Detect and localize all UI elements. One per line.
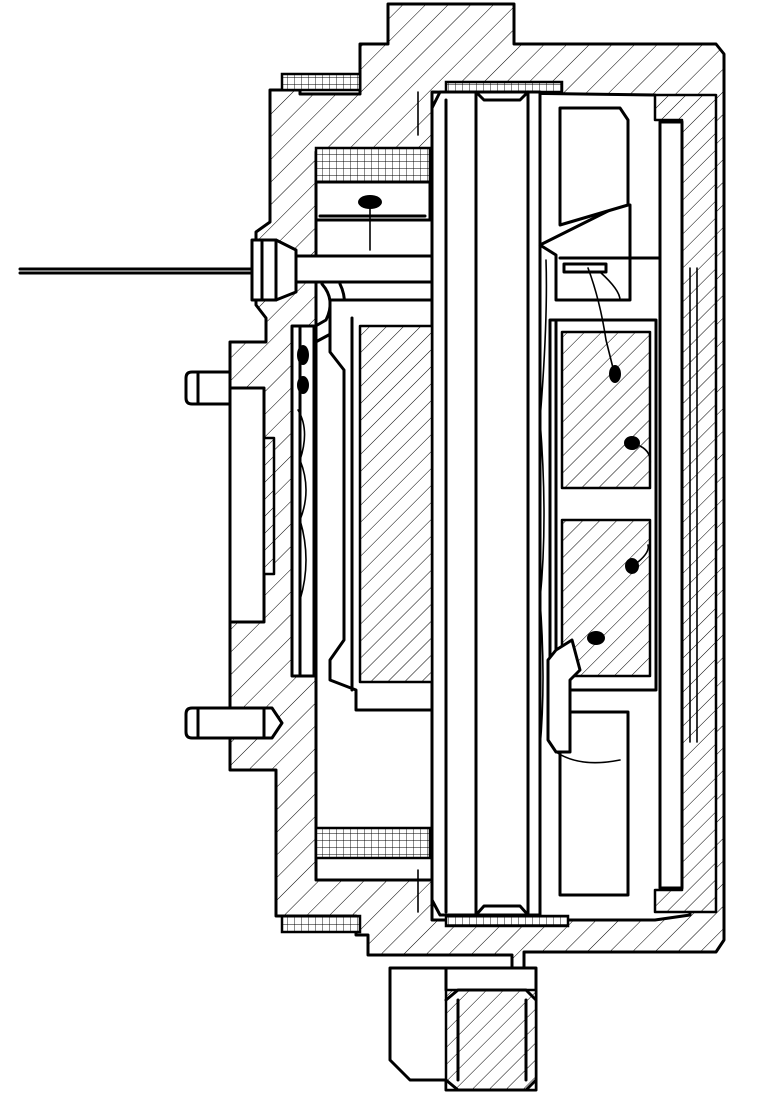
top-seal	[280, 72, 362, 92]
terminal-blob	[358, 195, 382, 209]
wire-blob-4	[587, 631, 605, 645]
left-coil	[358, 324, 434, 684]
field-coil-lower	[560, 518, 652, 678]
right-sleeve	[653, 93, 718, 914]
right-bracket	[558, 106, 630, 227]
upper-bushing	[314, 146, 432, 184]
right-sleeve-inner	[658, 120, 684, 890]
upper-wedge	[538, 203, 632, 302]
bottom-seal	[280, 914, 362, 934]
lead-rod	[294, 254, 434, 284]
rotor-shaft	[430, 90, 542, 917]
bottom-cap-insulation	[444, 914, 570, 928]
lower-bushing	[314, 826, 432, 860]
mounting-pins	[184, 370, 284, 740]
wire-blob-3	[625, 558, 639, 574]
lead-nut	[250, 238, 298, 302]
left-plate	[228, 386, 266, 624]
lower-tab	[558, 710, 630, 897]
wire-blob-2	[624, 436, 640, 450]
field-coil-upper	[560, 330, 652, 490]
wire-blob-1	[609, 365, 621, 383]
